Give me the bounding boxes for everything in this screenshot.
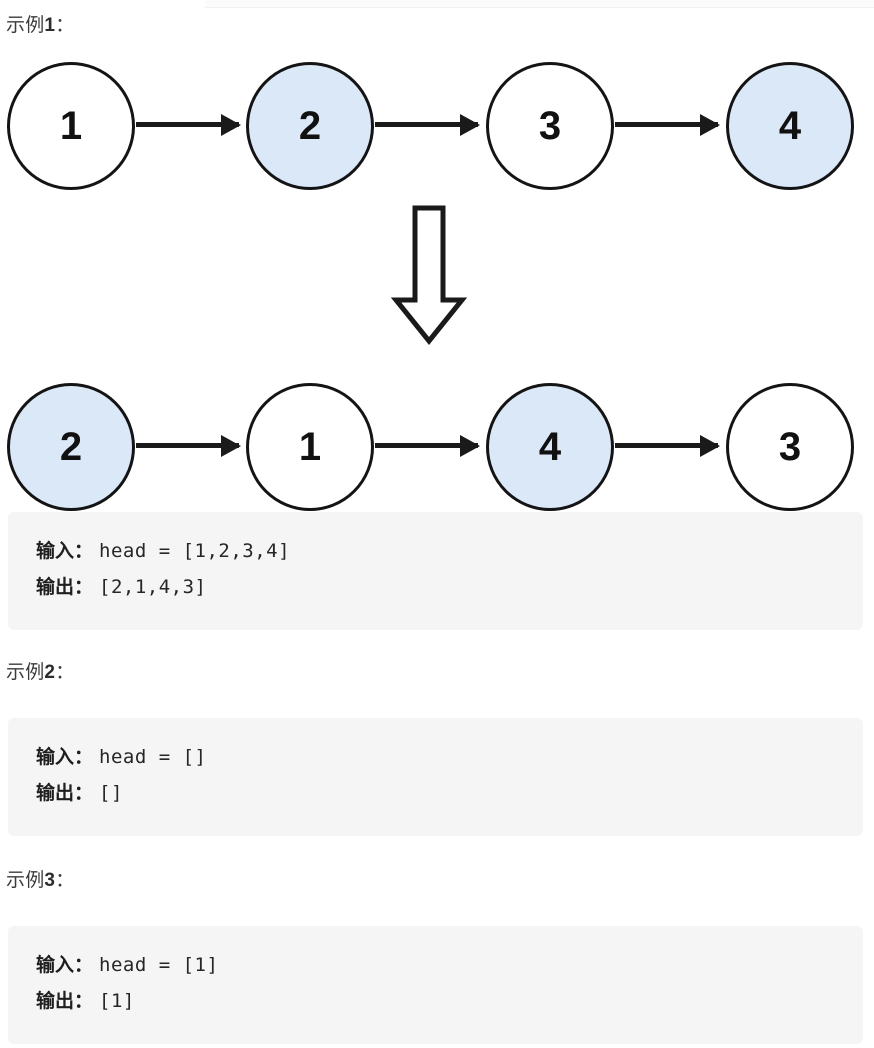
output-label: 输出： (36, 577, 94, 598)
linked-list-diagram-before: 1 2 3 4 (0, 60, 874, 196)
output-value: [1] (99, 990, 135, 1012)
list-node: 3 (726, 383, 854, 511)
output-value: [] (99, 782, 123, 804)
example-3-heading-prefix: 示例 (6, 870, 45, 891)
edge-arrow-1 (375, 443, 478, 448)
example-1-heading-index: 1 (44, 15, 56, 36)
edge-arrow-0 (136, 122, 239, 127)
example-2-heading: 示例2： (6, 663, 74, 682)
edge-arrow-2 (615, 443, 718, 448)
example-2-io-box: 输入：head = [] 输出：[] (8, 718, 863, 836)
example-1-heading-prefix: 示例 (6, 15, 45, 36)
example-3-heading-index: 3 (44, 870, 56, 891)
edge-arrow-2 (615, 122, 718, 127)
example-3-output-line: 输出：[1] (8, 983, 863, 1019)
input-value: head = [1] (99, 954, 219, 976)
list-node: 4 (486, 383, 614, 511)
output-label: 输出： (36, 783, 94, 804)
example-3-input-line: 输入：head = [1] (8, 947, 863, 983)
example-2-heading-prefix: 示例 (6, 662, 45, 683)
input-label: 输入： (36, 541, 94, 562)
output-label: 输出： (36, 991, 94, 1012)
example-1-io-box: 输入：head = [1,2,3,4] 输出：[2,1,4,3] (8, 512, 863, 630)
example-3-heading: 示例3： (6, 871, 74, 890)
list-node: 4 (726, 62, 854, 190)
example-3-io-box: 输入：head = [1] 输出：[1] (8, 926, 863, 1044)
list-node: 1 (7, 62, 135, 190)
example-2-input-line: 输入：head = [] (8, 739, 863, 775)
output-value: [2,1,4,3] (99, 576, 207, 598)
example-1-heading: 示例1： (6, 16, 74, 35)
example-1-output-line: 输出：[2,1,4,3] (8, 569, 863, 605)
edge-arrow-1 (375, 122, 478, 127)
list-node: 2 (246, 62, 374, 190)
example-1-input-line: 输入：head = [1,2,3,4] (8, 533, 863, 569)
list-node: 2 (7, 383, 135, 511)
top-edge-strip (205, 0, 874, 8)
linked-list-diagram-after: 2 1 4 3 (0, 381, 874, 517)
example-1-heading-colon: ： (55, 15, 75, 36)
down-arrow-icon (390, 205, 468, 345)
example-2-heading-index: 2 (44, 662, 56, 683)
example-2-heading-colon: ： (55, 662, 75, 683)
input-value: head = [1,2,3,4] (99, 540, 291, 562)
list-node: 3 (486, 62, 614, 190)
input-label: 输入： (36, 747, 94, 768)
input-value: head = [] (99, 746, 207, 768)
edge-arrow-0 (136, 443, 239, 448)
example-2-output-line: 输出：[] (8, 775, 863, 811)
list-node: 1 (246, 383, 374, 511)
input-label: 输入： (36, 955, 94, 976)
example-3-heading-colon: ： (55, 870, 75, 891)
